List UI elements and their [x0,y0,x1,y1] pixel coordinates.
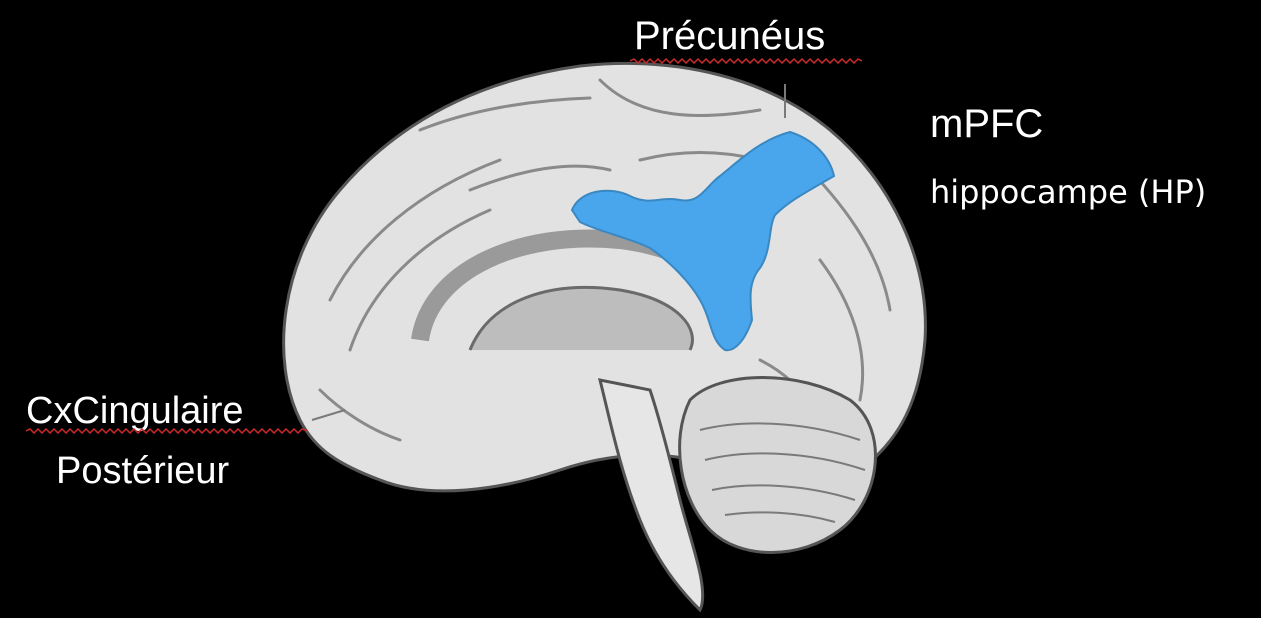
label-precuneus: Précunéus [634,16,825,56]
label-mpfc: mPFC [930,104,1043,144]
spellcheck-underline-precuneus [630,58,862,64]
spellcheck-underline-cingulate [26,428,308,434]
label-hippocampe: hippocampe (HP) [930,176,1206,208]
label-cingulate-line1: CxCingulaire [26,392,244,430]
label-cingulate-line2: Postérieur [56,452,229,490]
